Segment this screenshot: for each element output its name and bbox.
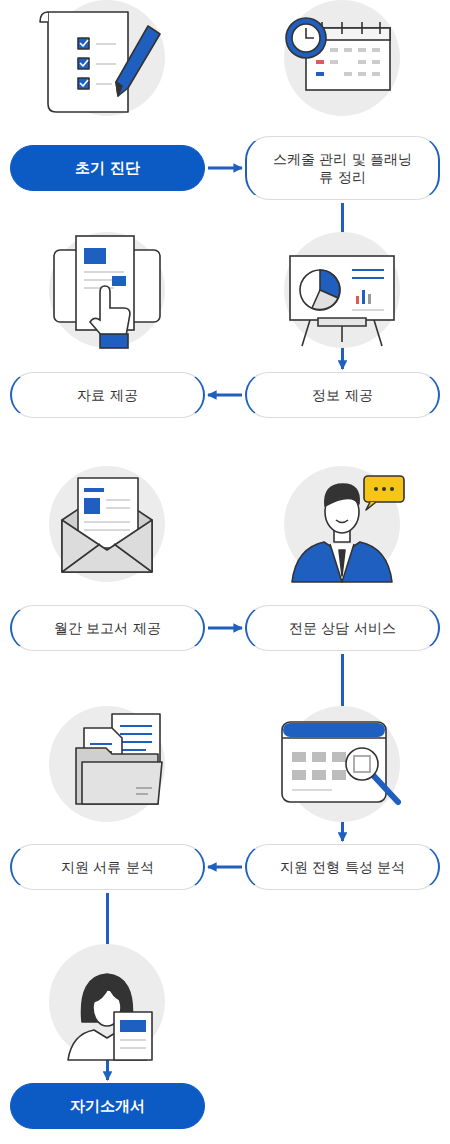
step-label: 자료 제공 xyxy=(55,374,159,416)
step-pill: 지원 전형 특성 분석 xyxy=(245,844,440,890)
flow-arrow xyxy=(208,866,242,869)
flow-arrow xyxy=(208,627,242,630)
step-label: 전문 상담 서비스 xyxy=(267,607,418,649)
step-pill: 지원 서류 분석 xyxy=(10,844,205,890)
checklist-icon xyxy=(40,12,160,112)
step-label: 정보 제공 xyxy=(290,374,394,416)
highlight-step-pill: 초기 진단 xyxy=(10,145,205,191)
consultant-icon xyxy=(292,476,404,582)
step-pill: 정보 제공 xyxy=(245,372,440,418)
step-label: 지원 전형 특성 분석 xyxy=(258,846,427,888)
presentation-icon xyxy=(290,256,394,346)
step-label: 자기소개서 xyxy=(48,1085,167,1127)
envelope-icon xyxy=(62,478,152,572)
step-pill: 월간 보고서 제공 xyxy=(10,605,205,651)
woman-icon xyxy=(68,974,152,1060)
search-window-icon xyxy=(282,722,398,802)
tablet-icon xyxy=(54,236,160,348)
flow-arrow xyxy=(208,394,242,397)
step-label: 월간 보고서 제공 xyxy=(32,607,183,649)
calendar-icon xyxy=(286,18,390,90)
highlight-step-pill: 자기소개서 xyxy=(10,1083,205,1129)
folder-icon xyxy=(76,714,162,804)
flow-arrow xyxy=(208,167,242,170)
step-pill: 전문 상담 서비스 xyxy=(245,605,440,651)
step-pill: 스케줄 관리 및 플래닝류 정리 xyxy=(245,136,440,200)
step-pill: 자료 제공 xyxy=(10,372,205,418)
step-label: 초기 진단 xyxy=(53,147,162,189)
step-label: 스케줄 관리 및 플래닝류 정리 xyxy=(251,138,435,198)
step-label: 지원 서류 분석 xyxy=(39,846,176,888)
